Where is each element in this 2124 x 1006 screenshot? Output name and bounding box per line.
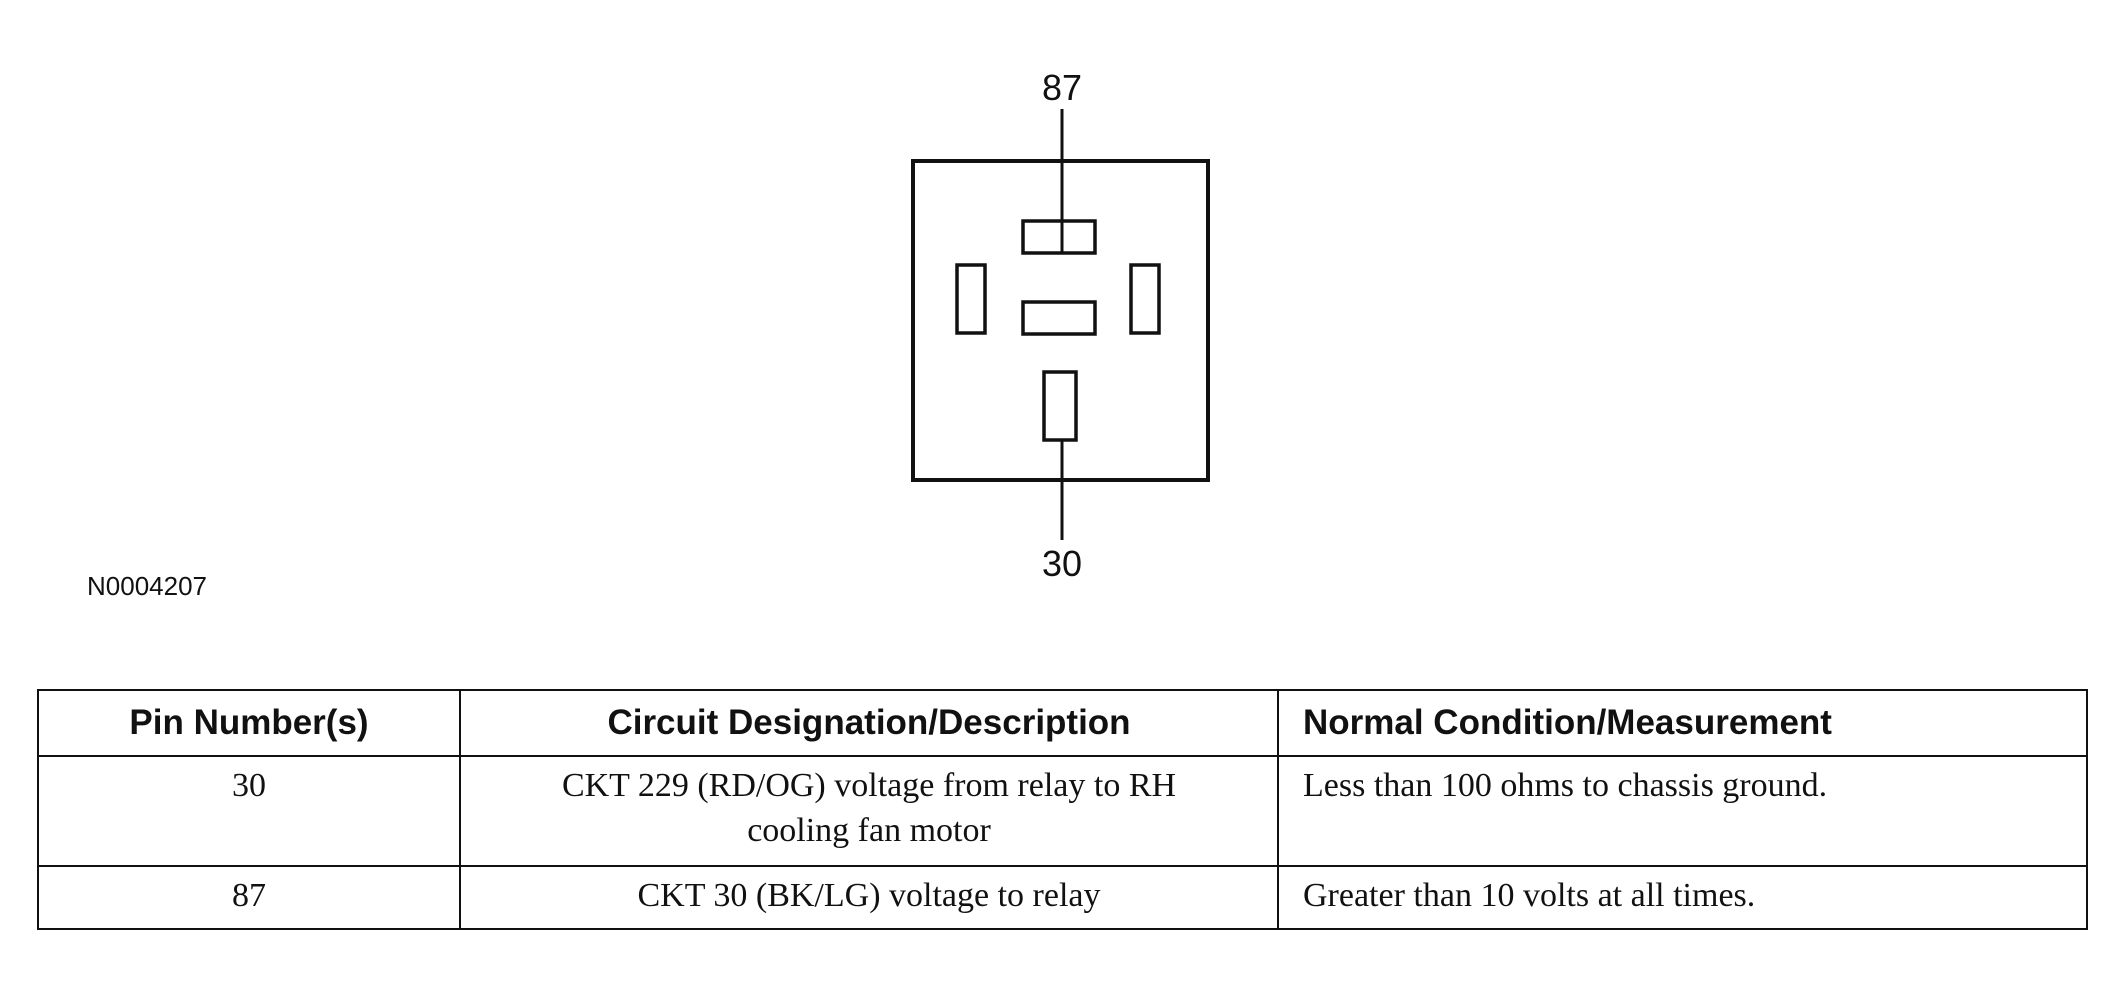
description-line-2: cooling fan motor [747,812,991,849]
pin-table: Pin Number(s) Circuit Designation/Descri… [37,689,2088,930]
relay-connector-diagram: 87 30 N0004207 [87,67,1210,601]
header-normal-condition: Normal Condition/Measurement [1277,689,2088,757]
terminal-right [1129,263,1161,335]
cell-description: CKT 30 (BK/LG) voltage to relay [459,865,1279,930]
header-circuit-description: Circuit Designation/Description [459,689,1279,757]
table-header-row: Pin Number(s) Circuit Designation/Descri… [37,689,2088,757]
terminal-left [955,263,987,335]
cell-measurement: Less than 100 ohms to chassis ground. [1277,755,2088,867]
cell-description: CKT 229 (RD/OG) voltage from relay to RH… [459,755,1279,867]
terminal-center [1021,300,1097,336]
terminal-30 [1042,370,1078,442]
cell-measurement: Greater than 10 volts at all times. [1277,865,2088,930]
description-line-1: CKT 30 (BK/LG) voltage to relay [637,877,1101,914]
header-pin-numbers: Pin Number(s) [37,689,461,757]
description-line-1: CKT 229 (RD/OG) voltage from relay to RH [561,767,1177,804]
figure-id: N0004207 [87,571,207,601]
cell-pin: 30 [37,755,461,867]
terminal-87 [1021,219,1097,255]
callout-label-87: 87 [1042,67,1082,108]
callout-label-30: 30 [1042,543,1082,584]
table-row: 30 CKT 229 (RD/OG) voltage from relay to… [37,755,2088,867]
table-row: 87 CKT 30 (BK/LG) voltage to relay Great… [37,865,2088,930]
cell-pin: 87 [37,865,461,930]
